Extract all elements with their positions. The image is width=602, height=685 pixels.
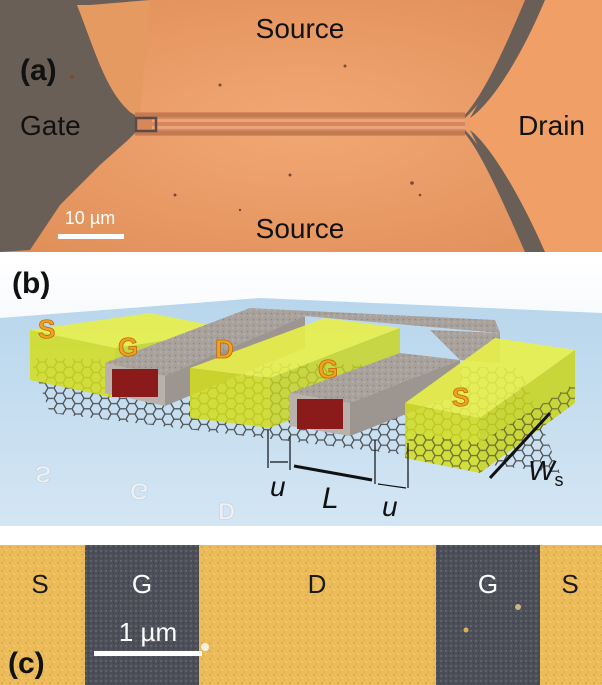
sem-particle bbox=[201, 643, 209, 651]
sem-label-d: D bbox=[308, 569, 327, 599]
panel-a-tag: (a) bbox=[20, 54, 57, 87]
letter-g-right: G bbox=[318, 354, 338, 384]
drain-pad bbox=[470, 0, 602, 252]
sem-label-g-left: G bbox=[132, 569, 152, 599]
reflection-g: G bbox=[130, 477, 149, 504]
drain-gap-top bbox=[462, 0, 540, 118]
sem-particle-2 bbox=[515, 604, 521, 610]
sem-label-g-right: G bbox=[478, 569, 498, 599]
sem-label-s-left: S bbox=[31, 569, 48, 599]
electrode-source-right bbox=[405, 338, 575, 473]
dim-W: Ws bbox=[528, 455, 563, 490]
label-source-bottom: Source bbox=[256, 213, 345, 244]
reflection-s: S bbox=[35, 460, 51, 487]
gate-pad-edge bbox=[75, 0, 150, 118]
panel-b-tag: (b) bbox=[12, 267, 50, 300]
panel-c-sem: S G D G S 1 µm (c) bbox=[0, 545, 602, 685]
gate-finger-top bbox=[152, 119, 465, 122]
gap-line-2 bbox=[135, 131, 465, 135]
letter-s-right: S bbox=[452, 382, 469, 412]
dimension-markers bbox=[267, 411, 552, 489]
sem-particle-3 bbox=[463, 627, 469, 633]
schematic-svg: S G D G S S G D u L u Ws (b) bbox=[0, 258, 602, 526]
letter-d: D bbox=[215, 334, 234, 364]
sem-gate-right bbox=[436, 545, 540, 685]
label-gate: Gate bbox=[20, 110, 81, 141]
reflection-letters: S G D bbox=[35, 460, 236, 525]
sem-label-s-right: S bbox=[561, 569, 578, 599]
dust-specks bbox=[70, 64, 422, 212]
gap-line-1 bbox=[135, 113, 465, 117]
gate-loop bbox=[134, 116, 158, 133]
sem-labels: S G D G S bbox=[31, 569, 578, 599]
electrode-letters: S G D G S bbox=[38, 314, 470, 413]
panel-a-micrograph: (a) Source Source Gate Drain 10 µm bbox=[0, 0, 602, 252]
dim-u-left: u bbox=[270, 471, 286, 502]
substrate-left bbox=[0, 0, 140, 252]
panel-c-tag: (c) bbox=[8, 647, 45, 680]
electrode-gate-right bbox=[290, 353, 460, 436]
scalebar-a bbox=[58, 234, 124, 239]
label-source-top: Source bbox=[256, 13, 345, 44]
substrate-top-left bbox=[0, 0, 150, 5]
scalebar-a-label: 10 µm bbox=[65, 208, 115, 228]
gate-finger-bottom bbox=[152, 126, 465, 129]
scalebar-c bbox=[94, 651, 202, 656]
scalebar-c-label: 1 µm bbox=[119, 617, 177, 647]
sem-gate-left bbox=[85, 545, 199, 685]
dim-u-right: u bbox=[382, 491, 398, 522]
letter-g-left: G bbox=[118, 332, 138, 362]
label-drain: Drain bbox=[518, 110, 585, 141]
panel-b-schematic: S G D G S S G D u L u Ws (b) bbox=[0, 258, 602, 526]
gate-bridge bbox=[250, 308, 500, 333]
reflection-d: D bbox=[218, 497, 235, 524]
dim-L: L bbox=[322, 482, 339, 515]
sem-svg: S G D G S 1 µm (c) bbox=[0, 545, 602, 685]
micrograph-svg: (a) Source Source Gate Drain 10 µm bbox=[0, 0, 602, 252]
letter-s-left: S bbox=[38, 314, 55, 344]
drain-gap-bottom bbox=[462, 130, 540, 252]
